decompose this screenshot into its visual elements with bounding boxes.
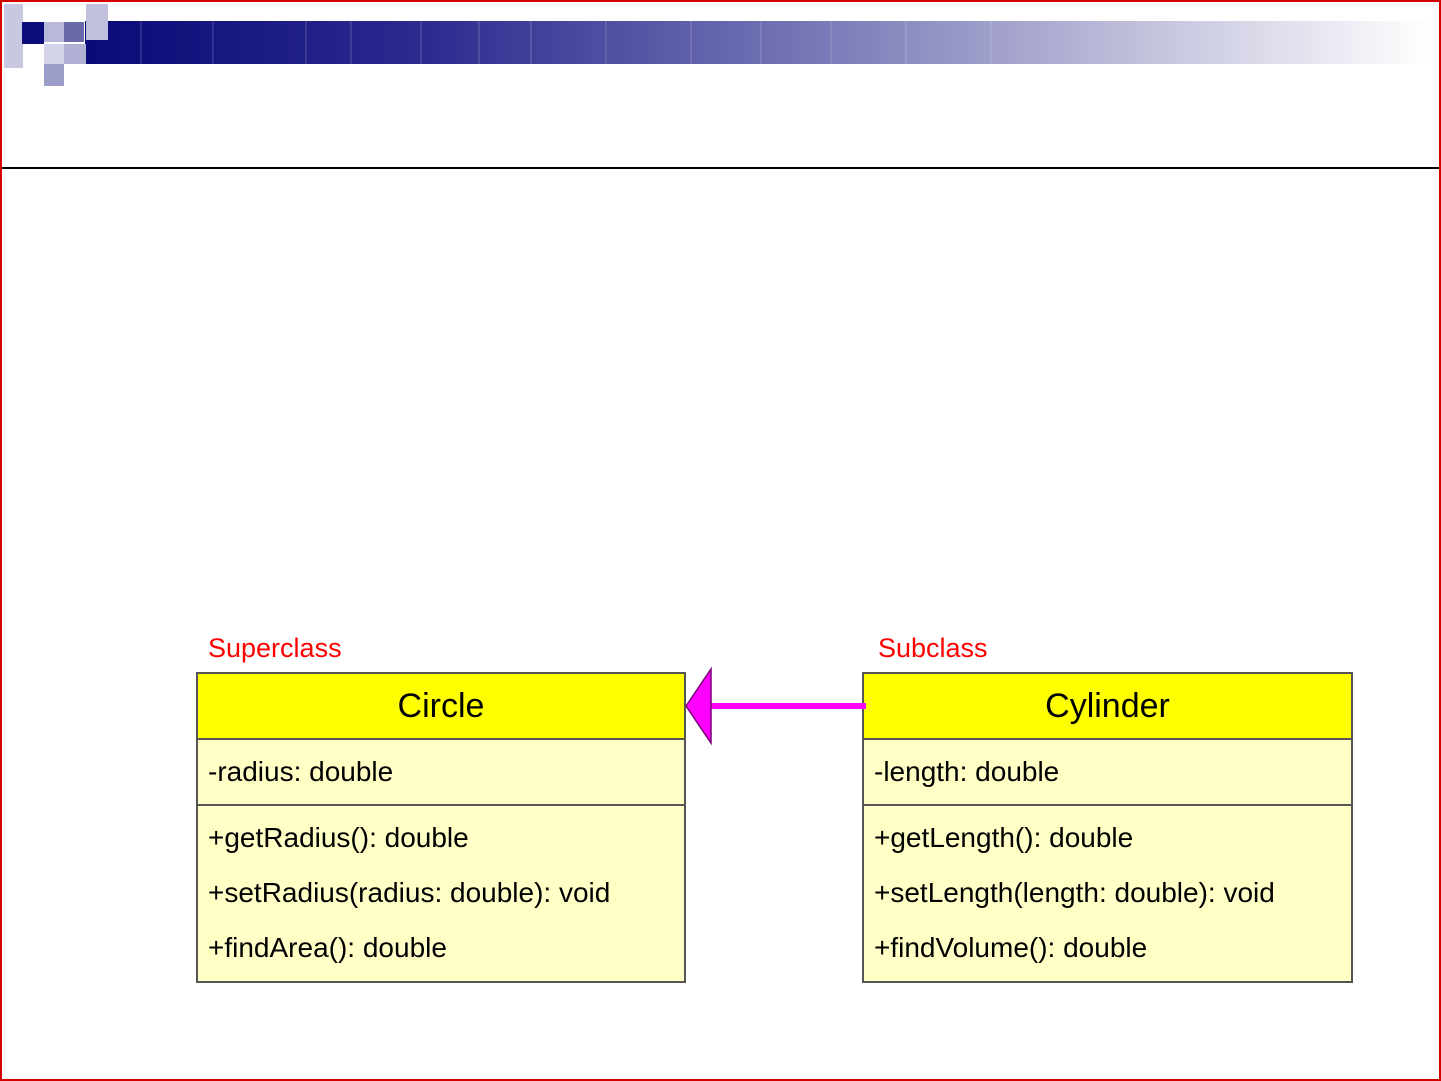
banner-stripe [212, 21, 214, 64]
banner-stripe [605, 21, 607, 64]
class-attribute: -radius: double [198, 740, 684, 806]
class-name: Circle [198, 674, 684, 740]
banner-stripe [905, 21, 907, 64]
superclass-label: Superclass [208, 633, 342, 664]
class-method: +findArea(): double [198, 928, 684, 983]
class-name: Cylinder [864, 674, 1351, 740]
banner-stripe [478, 21, 480, 64]
class-method: +getLength(): double [864, 818, 1351, 873]
banner-stripe [140, 21, 142, 64]
square [86, 4, 108, 40]
square [44, 64, 64, 86]
class-method: +setRadius(radius: double): void [198, 873, 684, 928]
class-method: +getRadius(): double [198, 818, 684, 873]
banner-stripe [530, 21, 532, 64]
class-attribute: -length: double [864, 740, 1351, 806]
class-methods: +getRadius(): double +setRadius(radius: … [198, 806, 684, 983]
class-methods: +getLength(): double +setLength(length: … [864, 806, 1351, 983]
subclass-label: Subclass [878, 633, 988, 664]
cylinder-class-box: Cylinder -length: double +getLength(): d… [862, 672, 1353, 983]
circle-class-box: Circle -radius: double +getRadius(): dou… [196, 672, 686, 983]
arrowhead [686, 669, 711, 743]
inheritance-arrow [680, 665, 870, 749]
banner-stripe [760, 21, 762, 64]
title-rule [2, 167, 1439, 169]
banner-stripe [305, 21, 307, 64]
class-method: +findVolume(): double [864, 928, 1351, 983]
square [4, 4, 23, 68]
banner-stripe [690, 21, 692, 64]
square [44, 44, 64, 64]
banner-stripe [420, 21, 422, 64]
banner-stripe [990, 21, 992, 64]
square [64, 22, 84, 42]
square [44, 22, 64, 42]
square [22, 22, 44, 44]
banner-stripe [350, 21, 352, 64]
square [64, 44, 86, 64]
class-method: +setLength(length: double): void [864, 873, 1351, 928]
banner-stripe [830, 21, 832, 64]
title-banner [85, 21, 1430, 64]
